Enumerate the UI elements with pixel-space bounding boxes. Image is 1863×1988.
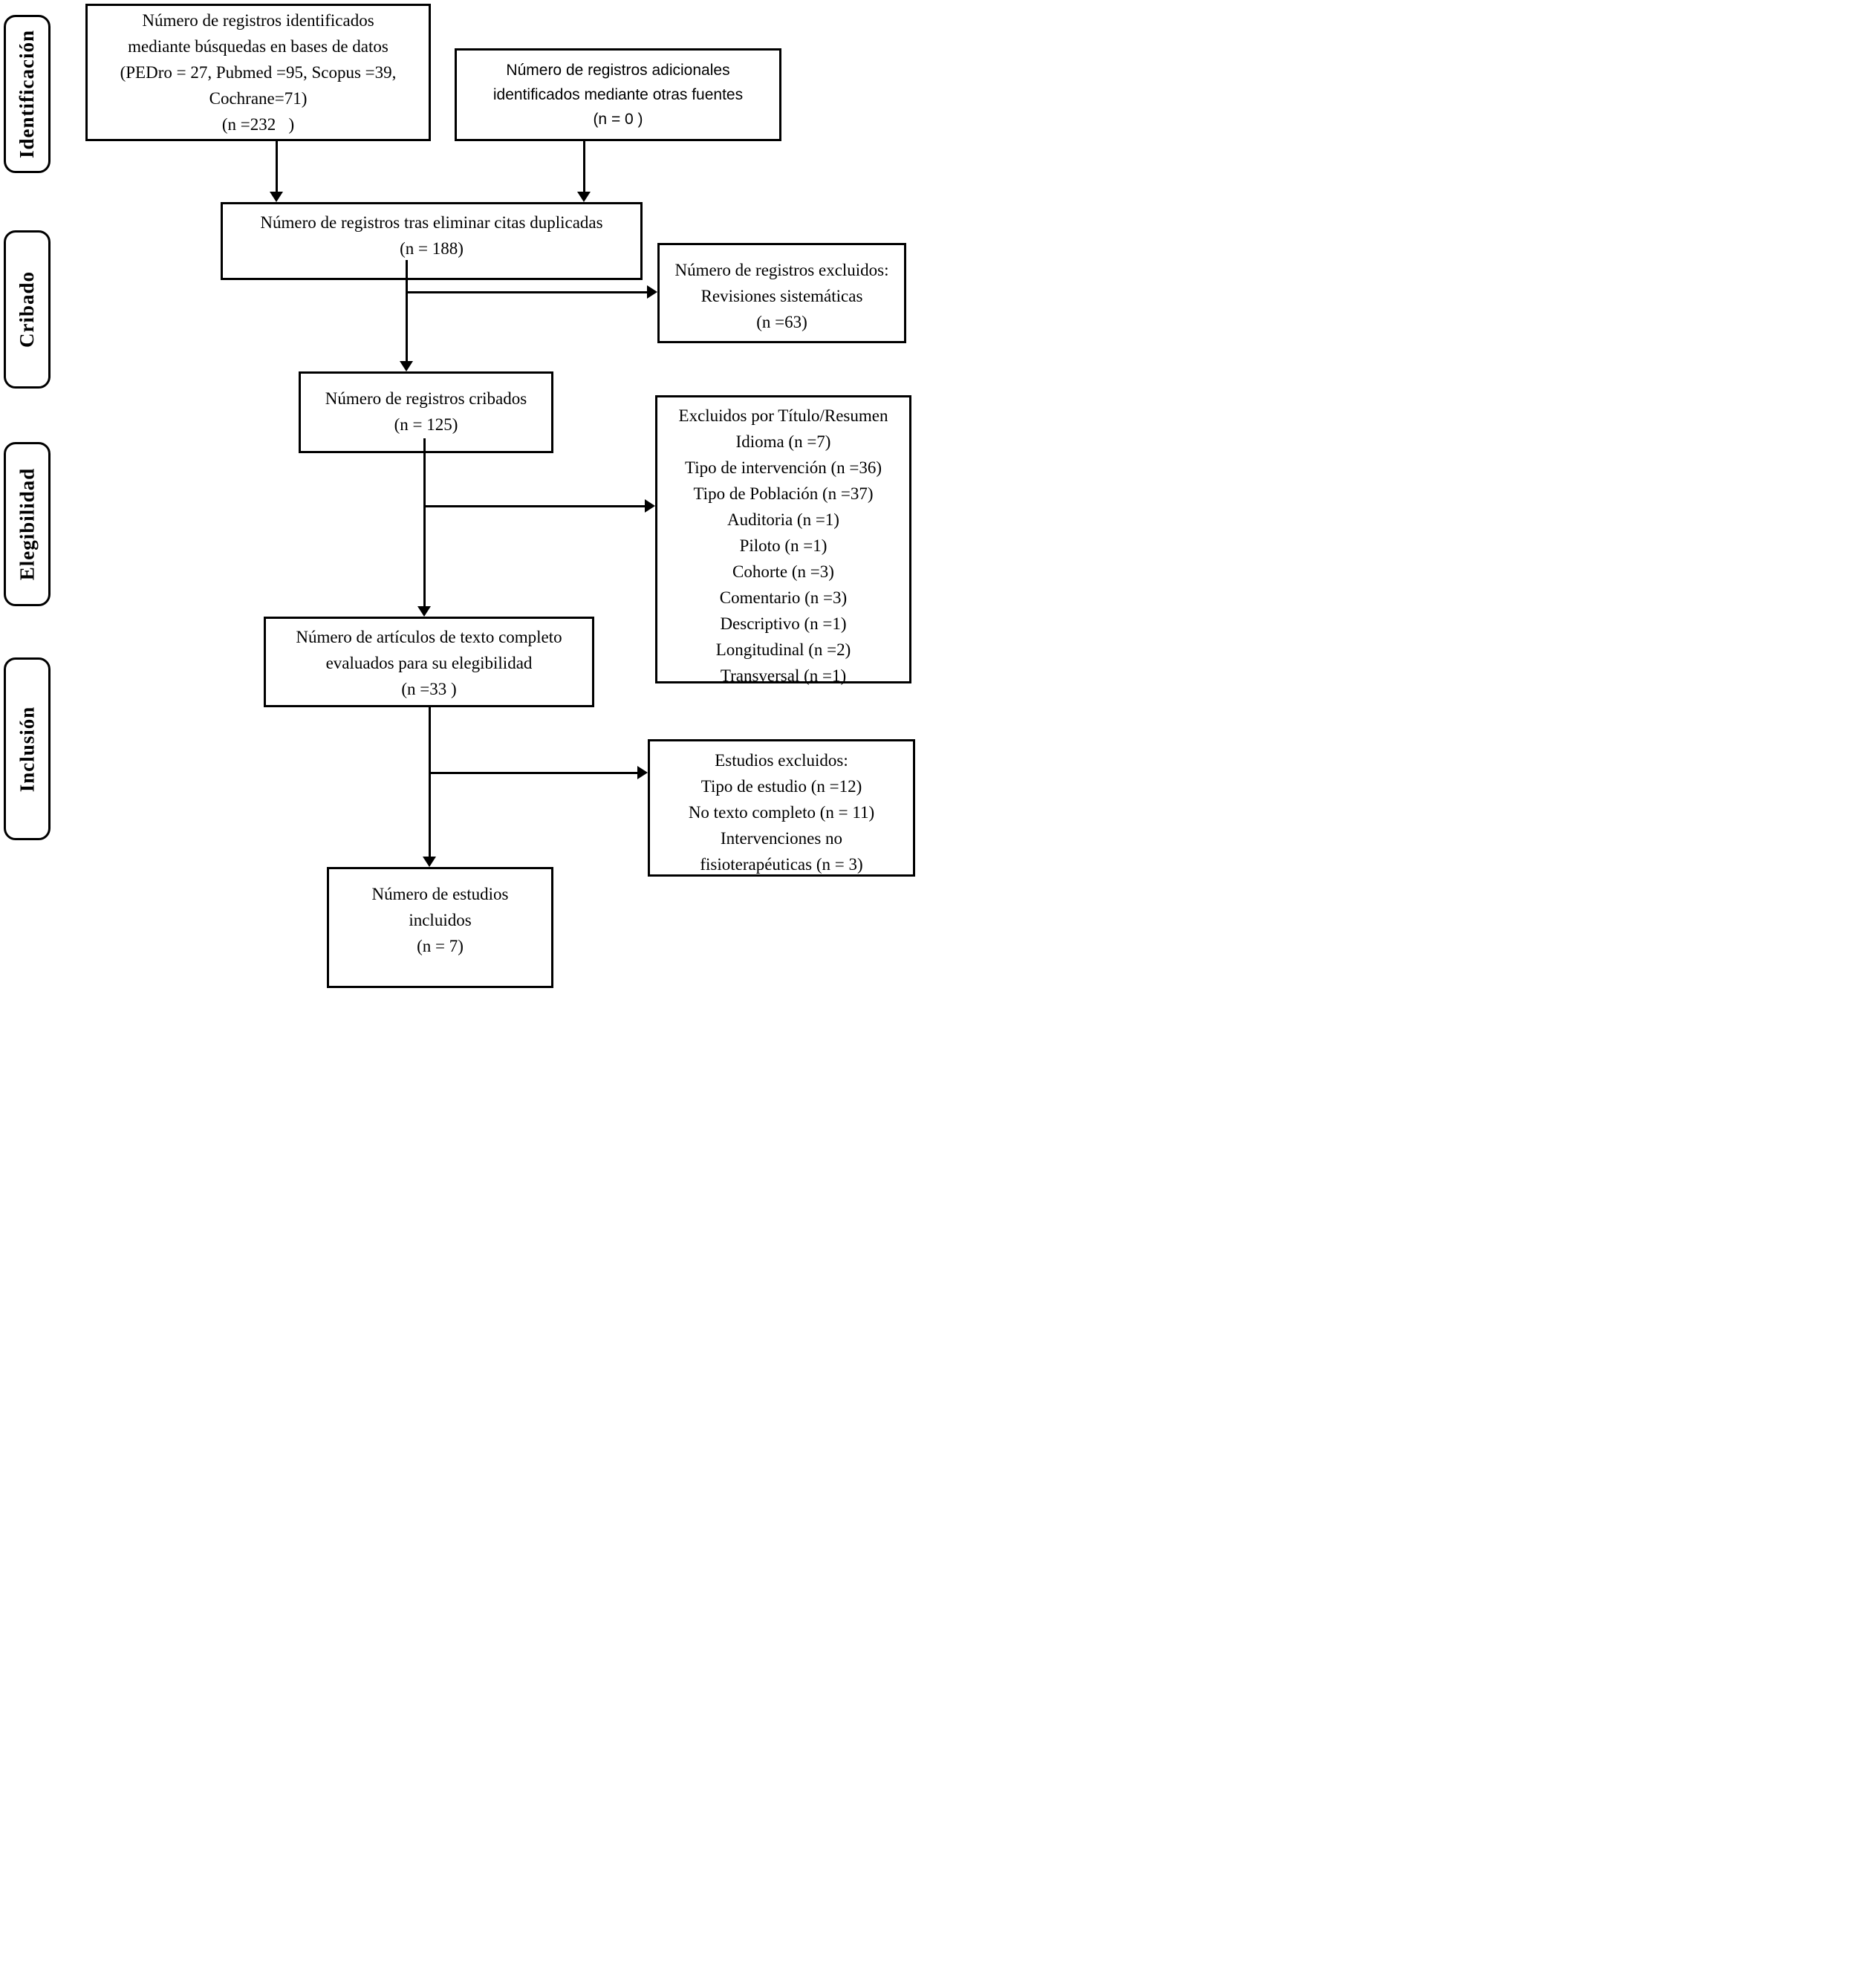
node-excluded-title-abstract-line: Transversal (n =1) [720, 666, 847, 685]
node-excluded-studies-line: Intervenciones no [720, 829, 843, 848]
node-excluded-studies-line: Estudios excluidos: [715, 751, 848, 770]
stage-elegibilidad-label: Elegibilidad [16, 467, 38, 581]
node-excluded-title-abstract-line: Piloto (n =1) [739, 536, 828, 555]
node-excluded-title-abstract-line: Auditoria (n =1) [727, 510, 839, 529]
node-identified-records-line: (PEDro = 27, Pubmed =95, Scopus =39, [120, 63, 397, 82]
node-included-studies: Número de estudios incluidos (n = 7) [327, 867, 553, 988]
node-excluded-title-abstract-line: Longitudinal (n =2) [715, 640, 851, 659]
node-excluded-records-line: Revisiones sistemáticas [700, 287, 863, 305]
node-included-studies-line: (n = 7) [417, 937, 464, 955]
node-excluded-records-line: (n =63) [756, 313, 807, 331]
node-excluded-studies: Estudios excluidos: Tipo de estudio (n =… [648, 739, 915, 877]
node-excluded-title-abstract: Excluidos por Título/Resumen Idioma (n =… [655, 395, 911, 685]
node-fulltext-assessed: Número de artículos de texto completo ev… [264, 617, 594, 707]
stage-identificacion-label: Identificación [16, 30, 38, 158]
arrow-additional-to-dedup-shaft [583, 141, 585, 192]
arrow-screened-to-excluded-title-head [645, 499, 655, 513]
stage-identificacion: Identificación [4, 15, 51, 173]
node-excluded-title-abstract-line: Comentario (n =3) [719, 588, 848, 607]
node-identified-records-line: Número de registros identificados [142, 11, 374, 30]
node-excluded-records-line: Número de registros excluidos: [674, 261, 889, 279]
node-deduplicated-records: Número de registros tras eliminar citas … [221, 202, 643, 280]
arrow-screened-to-excluded-title-shaft [424, 505, 645, 507]
arrow-fulltext-to-excluded-studies-head [637, 766, 648, 779]
arrow-identified-to-dedup-head [270, 192, 283, 202]
node-identified-records-line: Cochrane=71) [209, 89, 308, 108]
node-identified-records-line: mediante búsquedas en bases de datos [128, 37, 388, 56]
node-excluded-title-abstract-line: Excluidos por Título/Resumen [678, 406, 888, 425]
arrow-additional-to-dedup-head [577, 192, 591, 202]
node-screened-records-line: Número de registros cribados [325, 389, 527, 408]
node-additional-records-line: Número de registros adicionales [506, 62, 730, 79]
node-excluded-title-abstract-line: Tipo de intervención (n =36) [684, 458, 882, 477]
node-excluded-title-abstract-line: Idioma (n =7) [735, 432, 831, 451]
arrow-screened-to-fulltext-shaft [423, 438, 426, 606]
prisma-flow-diagram: Identificación Cribado Elegibilidad Incl… [0, 0, 932, 994]
node-included-studies-line: Número de estudios [371, 885, 509, 903]
arrow-identified-to-dedup-shaft [276, 141, 278, 192]
node-identified-records: Número de registros identificados median… [85, 4, 431, 141]
stage-inclusion: Inclusión [4, 657, 51, 840]
node-excluded-title-abstract-line: Tipo de Población (n =37) [693, 484, 874, 503]
node-excluded-title-abstract-line: Cohorte (n =3) [732, 562, 834, 581]
arrow-fulltext-to-included-shaft [429, 707, 431, 857]
node-screened-records: Número de registros cribados (n = 125) [299, 371, 553, 453]
node-identified-records-line: (n =232 ) [221, 115, 295, 134]
stage-cribado-label: Cribado [16, 270, 38, 348]
node-additional-records: Número de registros adicionales identifi… [455, 48, 781, 141]
node-additional-records-line: identificados mediante otras fuentes [492, 86, 744, 103]
node-additional-records-line: (n = 0 ) [593, 111, 643, 128]
stage-cribado: Cribado [4, 230, 51, 389]
arrow-dedup-to-excluded-head [647, 285, 657, 299]
node-screened-records-line: (n = 125) [394, 415, 458, 434]
arrow-dedup-to-screened-shaft [406, 260, 408, 361]
node-fulltext-assessed-line: evaluados para su elegibilidad [325, 654, 533, 672]
node-included-studies-line: incluidos [409, 911, 472, 929]
node-excluded-title-abstract-line: Descriptivo (n =1) [720, 614, 847, 633]
node-excluded-studies-line: Tipo de estudio (n =12) [700, 777, 862, 796]
node-fulltext-assessed-line: Número de artículos de texto completo [296, 628, 562, 646]
arrow-dedup-to-excluded-shaft [406, 291, 647, 293]
arrow-fulltext-to-included-head [423, 857, 436, 867]
stage-inclusion-label: Inclusión [16, 706, 38, 792]
node-fulltext-assessed-line: (n =33 ) [401, 680, 457, 698]
node-deduplicated-records-line: (n = 188) [400, 239, 464, 258]
arrow-fulltext-to-excluded-studies-shaft [429, 772, 637, 774]
arrow-dedup-to-screened-head [400, 361, 413, 371]
arrow-screened-to-fulltext-head [417, 606, 431, 617]
node-excluded-studies-line: No texto completo (n = 11) [688, 803, 875, 822]
node-deduplicated-records-line: Número de registros tras eliminar citas … [260, 213, 603, 232]
node-excluded-records: Número de registros excluidos: Revisione… [657, 243, 906, 343]
node-excluded-studies-line: fisioterapéuticas (n = 3) [700, 855, 863, 874]
stage-elegibilidad: Elegibilidad [4, 442, 51, 606]
